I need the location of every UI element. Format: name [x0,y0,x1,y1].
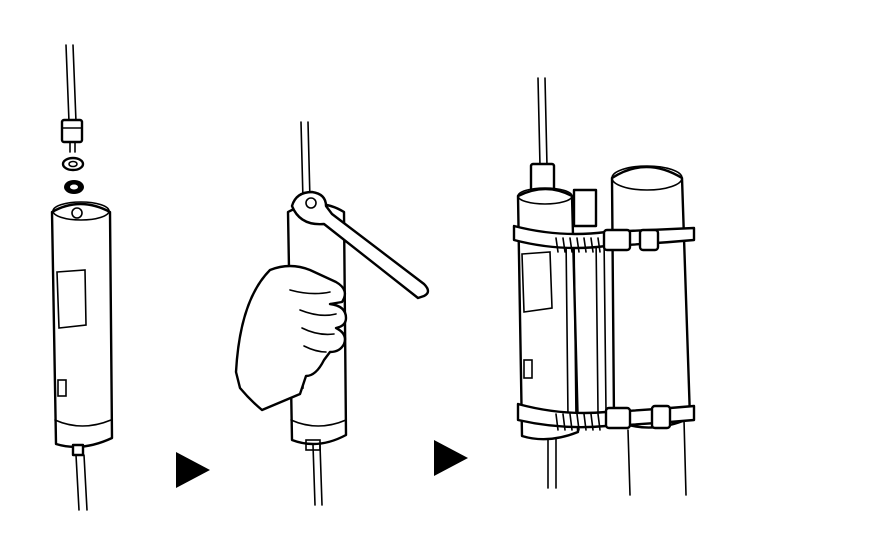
next-step-arrow-icon [176,452,210,488]
mast-housing [518,188,606,439]
lower-mast-rod [73,445,87,510]
mast-housing [52,202,112,447]
spring-washer [64,180,84,194]
step-2-tighten-with-wrench [236,122,428,505]
support-pole [612,166,690,495]
step-3-clamp-to-pole [514,78,694,495]
lock-washer [63,158,83,170]
upper-mast-rod [66,45,76,122]
step-1-attach-mast-section [52,45,112,510]
threaded-coupler [62,120,82,152]
next-step-arrow-icon [434,440,468,476]
